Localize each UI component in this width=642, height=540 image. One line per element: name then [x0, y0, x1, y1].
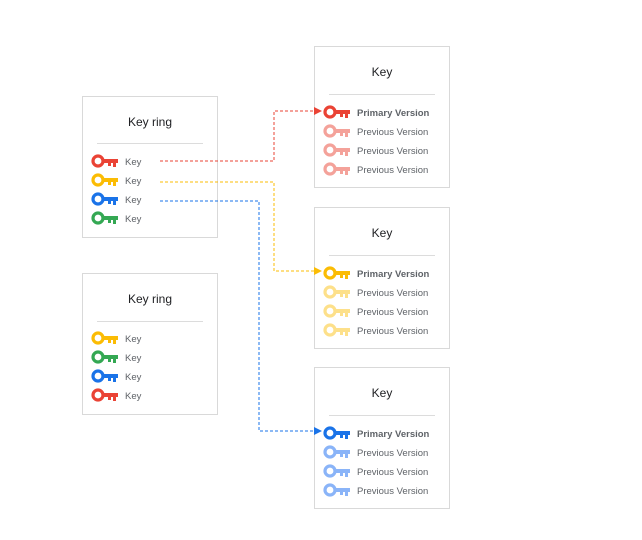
key-ring-1-item-4-label: Key — [125, 213, 142, 225]
key-icon — [323, 304, 350, 318]
key-ring-1-item-3-label: Key — [125, 194, 142, 206]
key-3-version-3-label: Previous Version — [357, 466, 429, 478]
key-divider-3 — [329, 415, 435, 416]
key-icon — [323, 483, 350, 497]
key-3-version-2-label: Previous Version — [357, 447, 429, 459]
key-icon — [91, 350, 118, 364]
key-icon — [323, 464, 350, 478]
key-ring-title-1: Key ring — [127, 115, 173, 129]
key-icon — [323, 124, 350, 138]
key-box-1: Key Primary Version Previous Version Pre… — [314, 46, 450, 188]
key-icon — [323, 426, 350, 440]
key-icon — [91, 369, 118, 383]
key-1-version-3-label: Previous Version — [357, 145, 429, 157]
key-3-version-1-label: Primary Version — [357, 428, 430, 440]
key-1-version-3: Previous Version — [323, 143, 428, 159]
key-box-2: Key Primary Version Previous Version Pre… — [314, 207, 450, 349]
key-3-version-4-label: Previous Version — [357, 485, 429, 497]
key-icon — [323, 266, 350, 280]
key-title-2: Key — [371, 226, 393, 240]
key-icon — [323, 162, 350, 176]
key-1-version-2: Previous Version — [323, 124, 428, 140]
key-2-version-2: Previous Version — [323, 285, 428, 301]
key-icon — [323, 285, 350, 299]
key-2-version-4: Previous Version — [323, 323, 428, 339]
key-3-version-2: Previous Version — [323, 445, 428, 461]
key-icon — [91, 211, 118, 225]
key-3-version-3: Previous Version — [323, 464, 428, 480]
key-ring-1-item-1-label: Key — [125, 156, 142, 168]
key-1-version-4: Previous Version — [323, 162, 428, 178]
key-ring-2-item-1: Key — [91, 331, 141, 347]
key-3-version-4: Previous Version — [323, 483, 428, 499]
key-ring-1-item-1: Key — [91, 154, 141, 170]
key-divider-2 — [329, 255, 435, 256]
key-title-1: Key — [371, 65, 393, 79]
key-ring-2-item-4-label: Key — [125, 390, 142, 402]
key-2-version-3: Previous Version — [323, 304, 428, 320]
key-icon — [91, 154, 118, 168]
key-ring-1-item-3: Key — [91, 192, 141, 208]
key-title-3: Key — [371, 386, 393, 400]
key-divider-1 — [329, 94, 435, 95]
key-2-version-1: Primary Version — [323, 266, 429, 282]
key-icon — [323, 323, 350, 337]
key-icon — [323, 143, 350, 157]
key-ring-2-item-3-label: Key — [125, 371, 142, 383]
key-1-version-4-label: Previous Version — [357, 164, 429, 176]
key-ring-2-item-4: Key — [91, 388, 141, 404]
key-icon — [323, 105, 350, 119]
key-1-version-1-label: Primary Version — [357, 107, 430, 119]
key-ring-box-1: Key ring Key Key Key Key — [82, 96, 218, 238]
key-ring-title-2: Key ring — [127, 292, 173, 306]
key-ring-1-item-2: Key — [91, 173, 141, 189]
key-2-version-2-label: Previous Version — [357, 287, 429, 299]
key-icon — [91, 331, 118, 345]
key-2-version-3-label: Previous Version — [357, 306, 429, 318]
key-2-version-1-label: Primary Version — [357, 268, 430, 280]
key-1-version-2-label: Previous Version — [357, 126, 429, 138]
key-ring-box-2: Key ring Key Key Key Key — [82, 273, 218, 415]
key-icon — [91, 388, 118, 402]
key-1-version-1: Primary Version — [323, 105, 429, 121]
key-ring-2-item-3: Key — [91, 369, 141, 385]
key-ring-2-item-1-label: Key — [125, 333, 142, 345]
key-ring-1-item-2-label: Key — [125, 175, 142, 187]
key-ring-divider-1 — [97, 143, 203, 144]
key-box-3: Key Primary Version Previous Version Pre… — [314, 367, 450, 509]
key-ring-divider-2 — [97, 321, 203, 322]
key-icon — [323, 445, 350, 459]
key-ring-1-item-4: Key — [91, 211, 141, 227]
key-3-version-1: Primary Version — [323, 426, 429, 442]
key-ring-2-item-2: Key — [91, 350, 141, 366]
key-icon — [91, 173, 118, 187]
key-2-version-4-label: Previous Version — [357, 325, 429, 337]
key-ring-2-item-2-label: Key — [125, 352, 142, 364]
key-icon — [91, 192, 118, 206]
